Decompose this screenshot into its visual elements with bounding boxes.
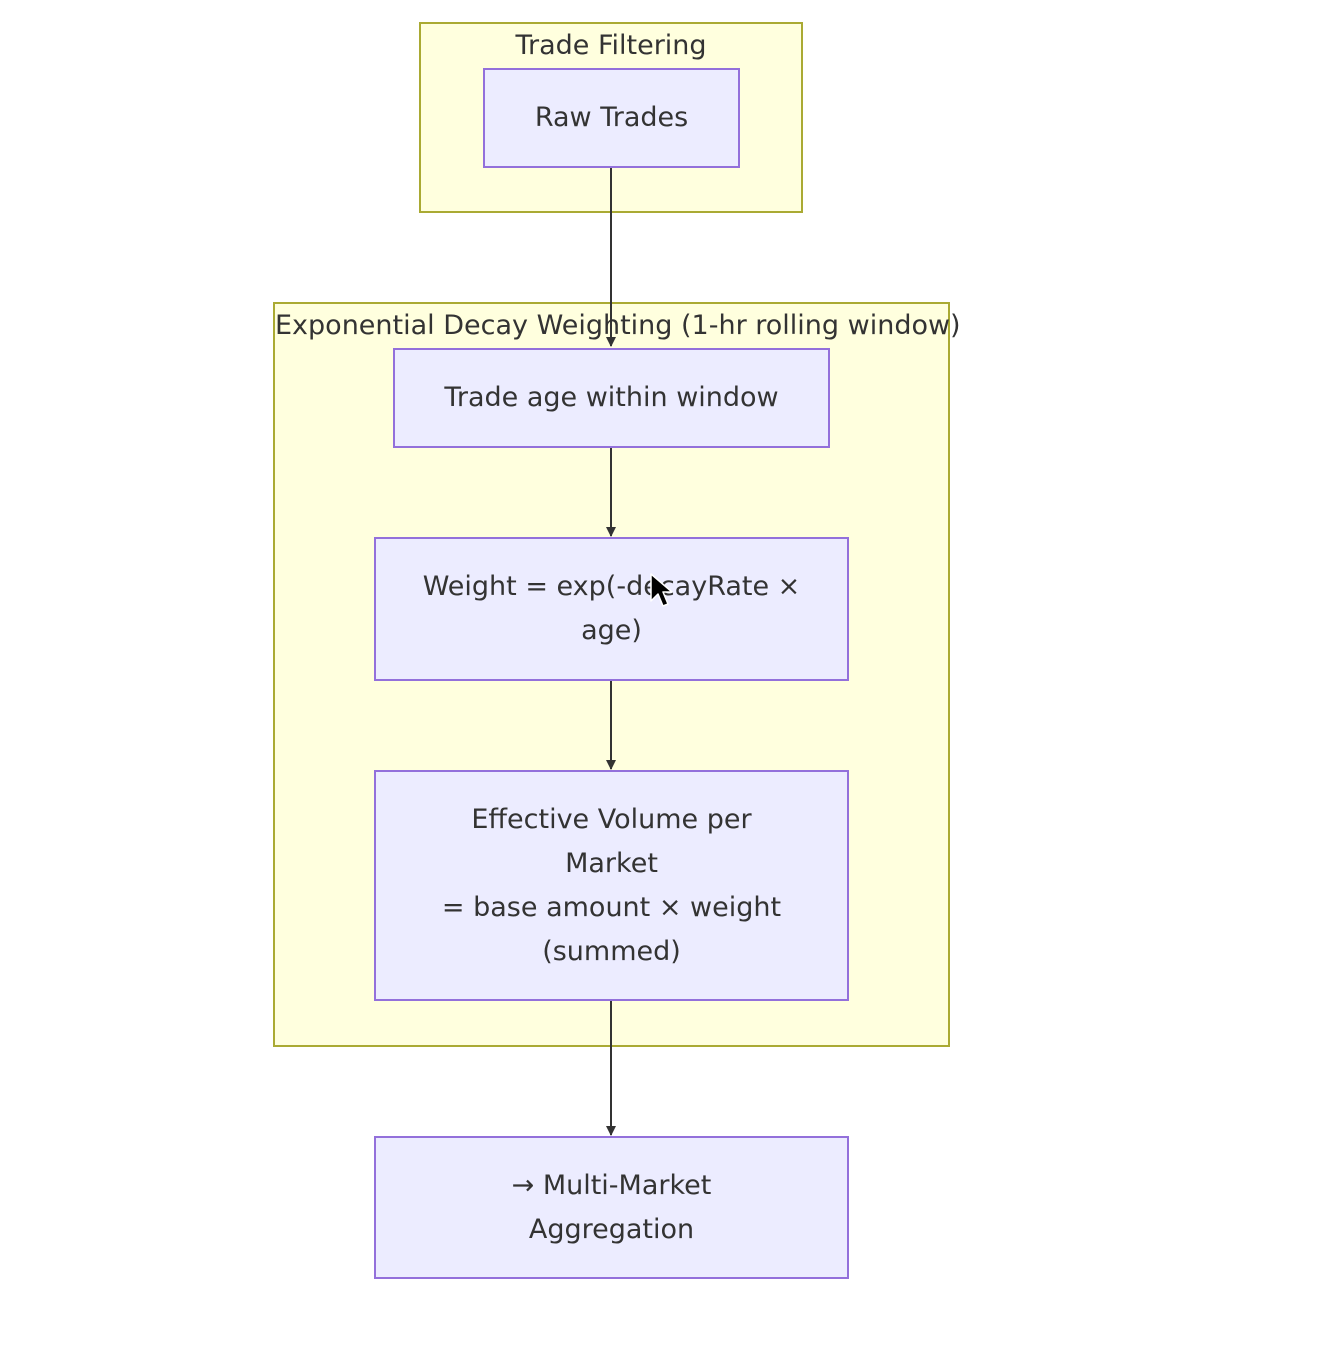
mouse-cursor-icon: [650, 573, 673, 607]
node-effective-volume: Effective Volume per Market = base amoun…: [374, 770, 849, 1001]
node-label-trade-age: Trade age within window: [444, 382, 779, 413]
node-label-effective-volume: Effective Volume per Market = base amoun…: [441, 803, 782, 967]
cluster-title-decay-weighting: Exponential Decay Weighting (1-hr rollin…: [275, 310, 961, 341]
node-raw-trades: Raw Trades: [483, 68, 740, 168]
cluster-title-trade-filtering: Trade Filtering: [515, 30, 707, 61]
node-aggregation: → Multi-Market Aggregation: [374, 1136, 849, 1279]
node-label-aggregation: → Multi-Market Aggregation: [511, 1169, 712, 1245]
node-trade-age: Trade age within window: [393, 348, 830, 448]
node-label-raw-trades: Raw Trades: [534, 102, 689, 133]
node-weight: Weight = exp(-decayRate × age): [374, 537, 849, 681]
node-label-weight: Weight = exp(-decayRate × age): [422, 571, 801, 646]
